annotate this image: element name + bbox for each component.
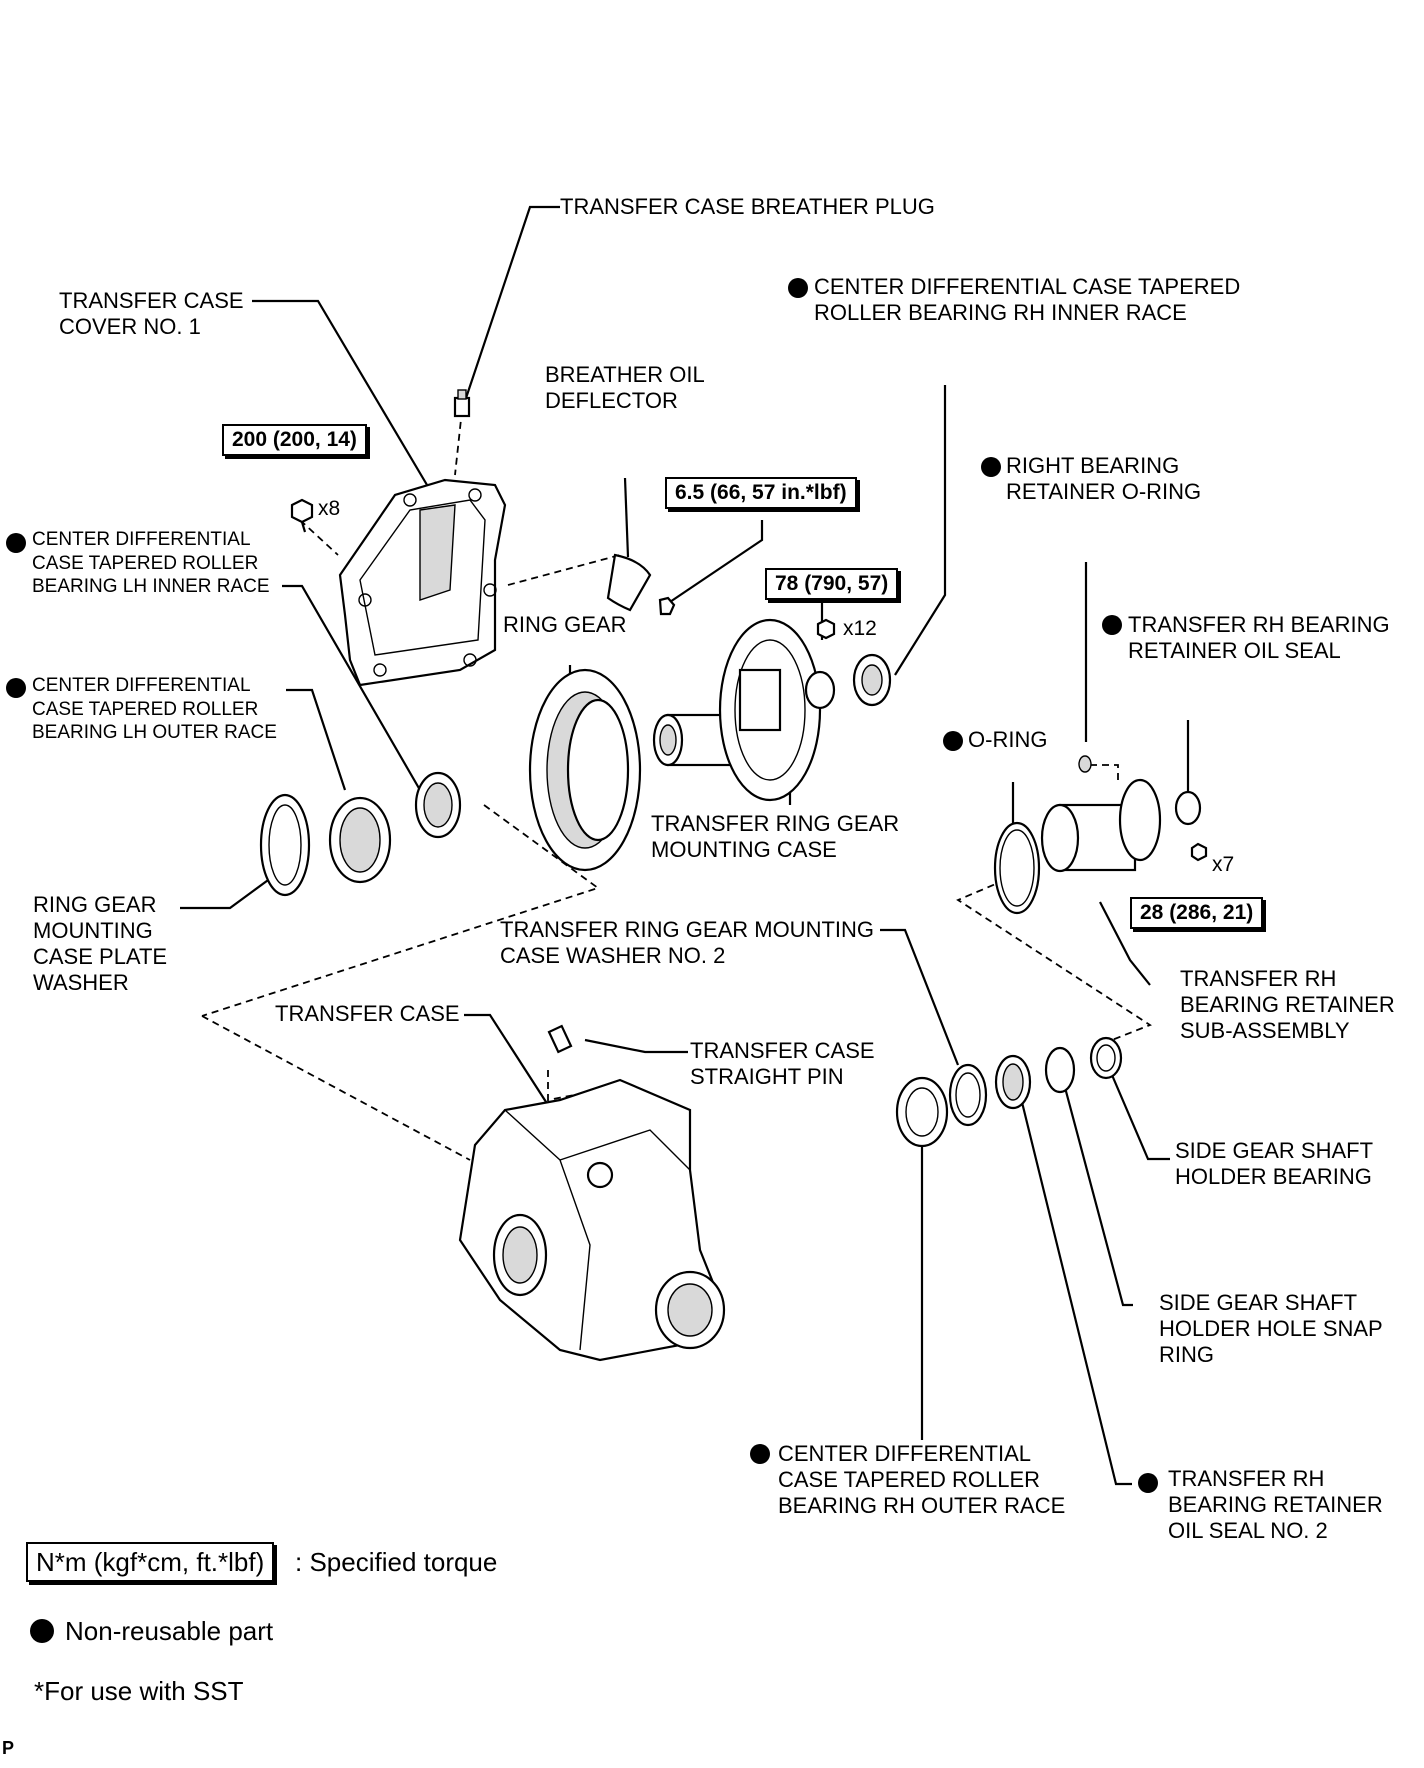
nonreusable-marker: [981, 457, 1001, 477]
legend-nonreusable-text: Non-reusable part: [65, 1616, 274, 1646]
left-races-drawing: [259, 771, 462, 897]
legend-torque-text: : Specified torque: [295, 1547, 498, 1577]
label-washer-no2: TRANSFER RING GEAR MOUNTING CASE WASHER …: [500, 917, 875, 968]
label-straight-pin: TRANSFER CASE STRAIGHT PIN: [690, 1038, 875, 1089]
label-cover-no1: TRANSFER CASE COVER NO. 1: [59, 288, 244, 339]
label-right-oring: RIGHT BEARING RETAINER O-RING: [1006, 453, 1202, 504]
legend-torque-box: N*m (kgf*cm, ft.*lbf): [26, 1542, 275, 1582]
torque-ring-gear-bolt: 78 (790, 57): [765, 568, 899, 600]
label-oring: O-RING: [968, 727, 1048, 752]
nonreusable-marker: [6, 533, 26, 553]
nonreusable-marker: [1102, 615, 1122, 635]
reference-mark: P: [2, 1738, 15, 1758]
label-ring-gear: RING GEAR: [503, 612, 627, 637]
nonreusable-marker: [750, 1444, 770, 1464]
nonreusable-marker: [943, 731, 963, 751]
qty-retainer-bolt: x7: [1212, 853, 1235, 876]
legend-sst-note: *For use with SST: [34, 1676, 244, 1706]
nonreusable-marker: [788, 278, 808, 298]
label-snap-ring: SIDE GEAR SHAFT HOLDER HOLE SNAP RING: [1159, 1290, 1383, 1367]
nonreusable-marker: [1138, 1473, 1158, 1493]
label-holder-bearing: SIDE GEAR SHAFT HOLDER BEARING: [1175, 1138, 1374, 1189]
rh-retainer-drawing: [993, 755, 1208, 915]
ring-gear-drawing: [528, 668, 642, 872]
mounting-case-drawing: [652, 618, 836, 802]
label-plate-washer: RING GEAR MOUNTING CASE PLATE WASHER: [33, 892, 168, 995]
nonreusable-marker: [6, 678, 26, 698]
torque-retainer-bolt: 28 (286, 21): [1130, 897, 1264, 929]
label-lh-inner-race: CENTER DIFFERENTIAL CASE TAPERED ROLLER …: [32, 529, 270, 597]
label-lh-outer-race: CENTER DIFFERENTIAL CASE TAPERED ROLLER …: [32, 675, 277, 743]
torque-deflector-bolt: 6.5 (66, 57 in.*lbf): [665, 477, 857, 509]
legend-nonreusable-dot: [30, 1619, 54, 1643]
qty-ring-gear-bolt: x12: [843, 617, 877, 640]
cover-no1-drawing: [290, 389, 507, 687]
label-rh-outer-race: CENTER DIFFERENTIAL CASE TAPERED ROLLER …: [778, 1441, 1066, 1518]
qty-cover-bolt: x8: [318, 497, 341, 520]
torque-cover-bolt: 200 (200, 14): [222, 424, 367, 456]
label-rh-oil-seal: TRANSFER RH BEARING RETAINER OIL SEAL: [1128, 612, 1390, 663]
label-breather-plug: TRANSFER CASE BREATHER PLUG: [560, 194, 935, 219]
label-oil-seal-no2: TRANSFER RH BEARING RETAINER OIL SEAL NO…: [1168, 1466, 1383, 1543]
label-rh-retainer-sub: TRANSFER RH BEARING RETAINER SUB-ASSEMBL…: [1180, 966, 1395, 1043]
label-transfer-case: TRANSFER CASE: [275, 1001, 460, 1026]
assembly-lines: [201, 409, 1152, 1161]
rh-rings-drawing: [895, 1036, 1123, 1148]
rh-inner-race-drawing: [852, 653, 892, 707]
label-breather-deflector: BREATHER OIL DEFLECTOR: [545, 362, 705, 413]
transfer-case-drawing: [458, 1024, 726, 1362]
label-mounting-case: TRANSFER RING GEAR MOUNTING CASE: [651, 811, 900, 862]
label-rh-inner-race: CENTER DIFFERENTIAL CASE TAPERED ROLLER …: [814, 274, 1241, 325]
deflector-drawing: [606, 553, 676, 616]
